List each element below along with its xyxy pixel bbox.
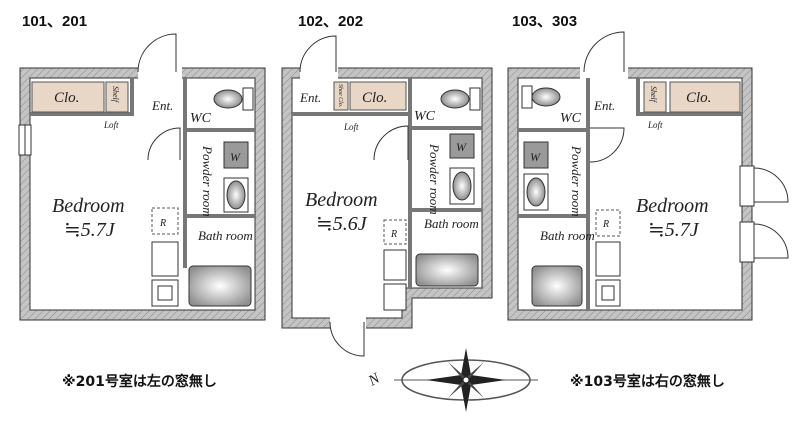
- unit-3-plan: WC Ent. Shelf Clo. Loft W Powder room Ba…: [507, 31, 789, 321]
- unit-2-washer-label: W: [456, 140, 467, 154]
- note-right: ※103号室は右の窓無し: [570, 374, 725, 390]
- unit-1-closet: [31, 81, 105, 113]
- unit-1-size-label: ≒5.7J: [64, 219, 116, 241]
- compass-north-label: N: [365, 370, 383, 390]
- unit-2-wc-label: WC: [414, 109, 436, 124]
- unit-3-title: 103、303: [512, 13, 578, 30]
- unit-1-title: 101、201: [22, 13, 88, 30]
- unit-1-clo-label: Clo.: [54, 90, 79, 106]
- unit-2-size-label: ≒5.6J: [316, 213, 368, 235]
- unit-1-plan: Clo. Shelf Loft Ent. WC Powder room W Ba…: [18, 33, 266, 321]
- unit-3-clo-label: Clo.: [686, 90, 711, 106]
- compass-rose: [394, 348, 538, 412]
- unit-1-washer-label: W: [230, 150, 241, 164]
- unit-2-bedroom-label: Bedroom: [305, 189, 378, 211]
- unit-3-powder-label: Powder room: [569, 145, 584, 217]
- unit-3-shelf-label: Shelf: [649, 86, 658, 104]
- unit-3-ent-label: Ent.: [593, 98, 615, 113]
- unit-3-wc-label: WC: [560, 111, 582, 126]
- unit-2-loft-label: Loft: [343, 122, 359, 132]
- unit-1-ent-label: Ent.: [151, 98, 173, 113]
- note-left: ※201号室は左の窓無し: [62, 374, 217, 390]
- unit-1-bath-label: Bath room: [198, 228, 253, 243]
- unit-1-fridge-label: R: [159, 218, 166, 229]
- unit-3-size-label: ≒5.7J: [648, 219, 700, 241]
- unit-2-shelf-label: Shoe Clo.: [337, 84, 343, 107]
- unit-2-powder-label: Powder room: [427, 143, 442, 215]
- unit-2-ent-label: Ent.: [299, 90, 321, 105]
- unit-2-clo-label: Clo.: [362, 90, 387, 106]
- unit-1-shelf-label: Shelf: [111, 86, 120, 104]
- unit-3-bath-label: Bath room: [540, 228, 595, 243]
- unit-3-bedroom-label: Bedroom: [636, 195, 709, 217]
- unit-3-fridge-label: R: [602, 219, 609, 230]
- unit-1-bedroom-label: Bedroom: [52, 195, 125, 217]
- unit-1-loft-label: Loft: [103, 120, 119, 130]
- unit-2-title: 102、202: [298, 13, 364, 30]
- unit-1-wc-label: WC: [190, 111, 212, 126]
- unit-3-loft-label: Loft: [647, 120, 663, 130]
- unit-3-washer-label: W: [530, 150, 541, 164]
- unit-2-fridge-label: R: [390, 229, 397, 240]
- unit-2-bath-label: Bath room: [424, 216, 479, 231]
- unit-2-plan: Ent. Shoe Clo. Clo. Loft WC Powder room …: [281, 35, 493, 357]
- unit-1-powder-label: Powder room: [200, 145, 215, 217]
